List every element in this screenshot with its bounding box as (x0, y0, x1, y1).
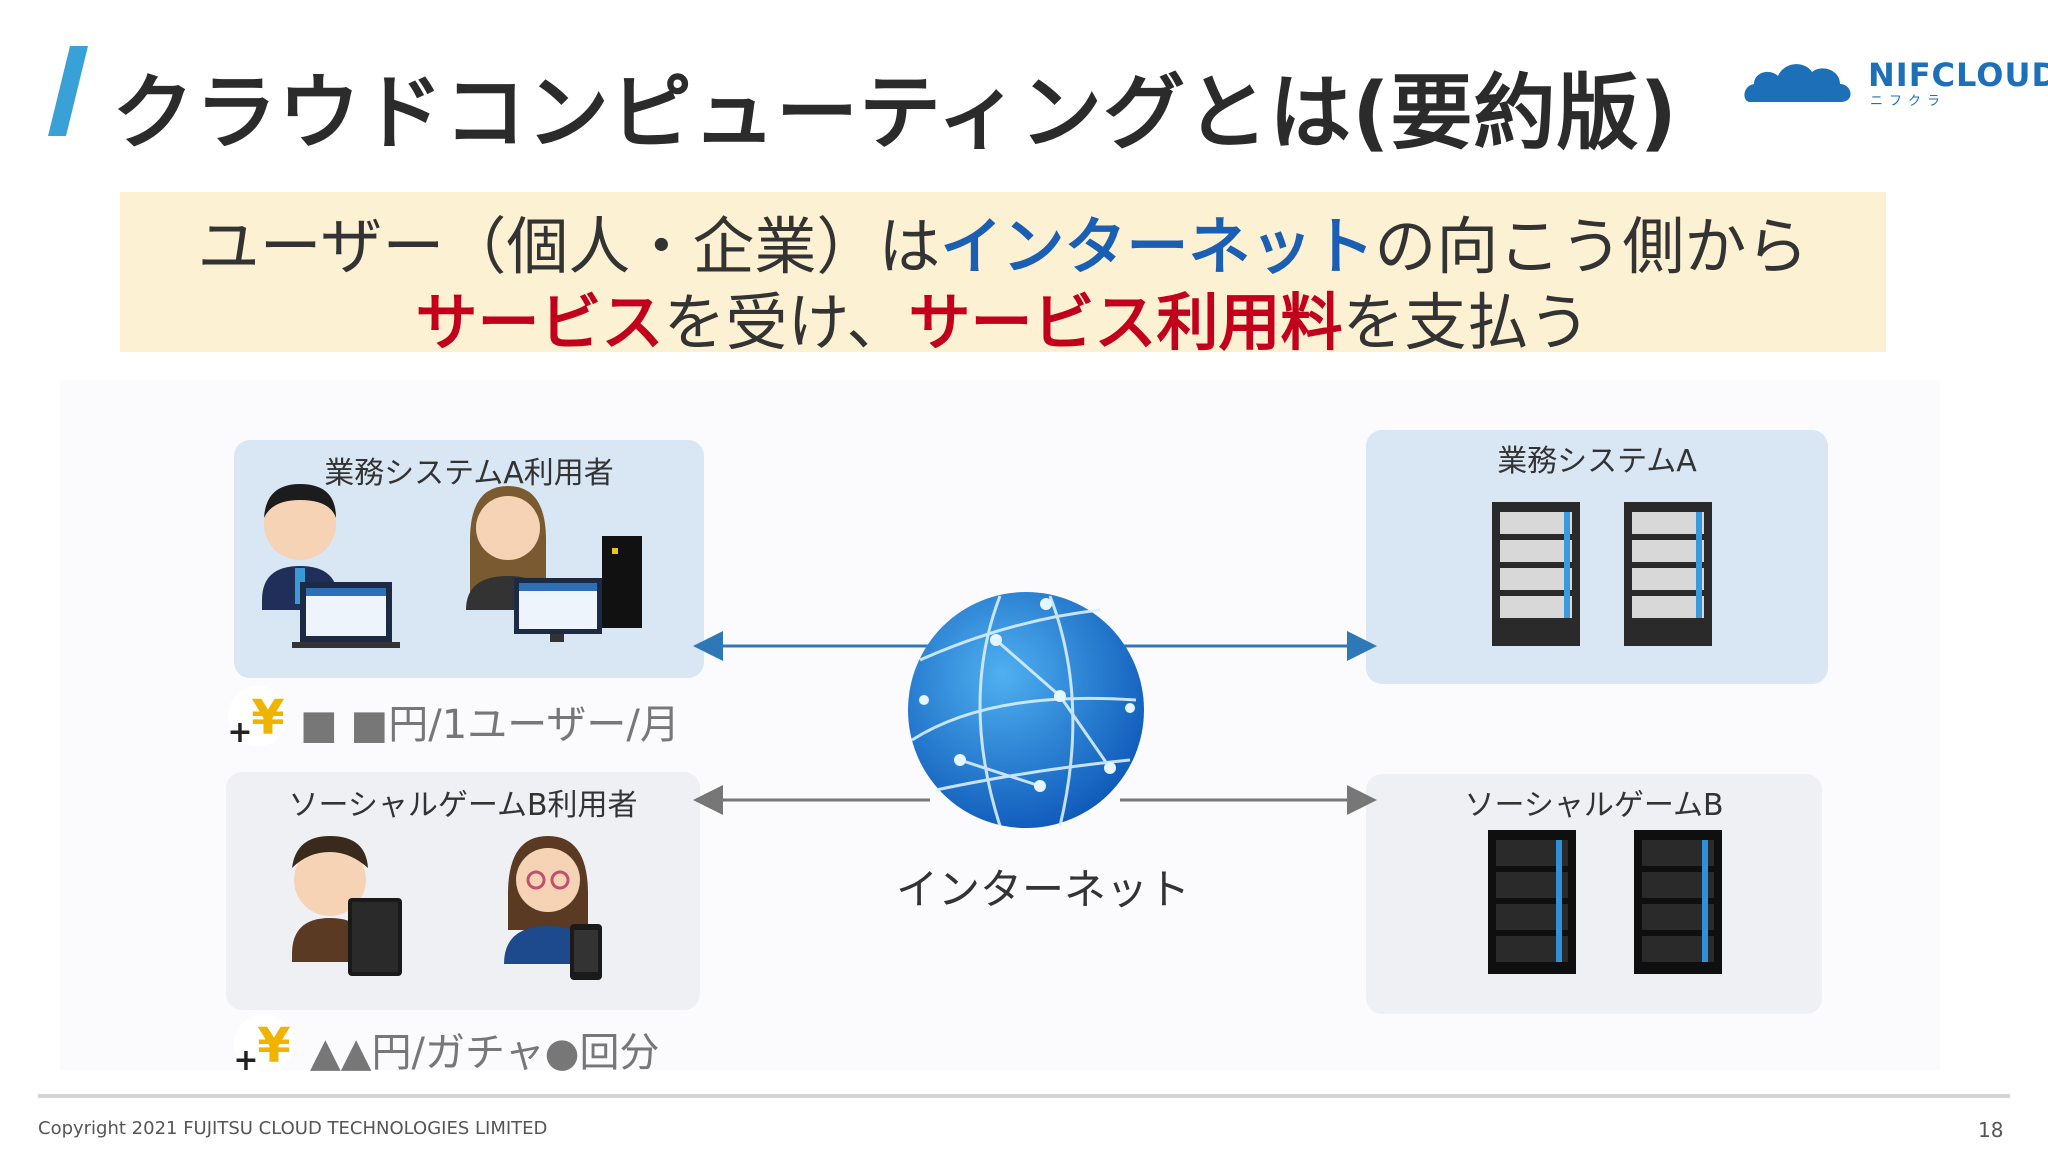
yen-plus-icon: ¥ + (233, 1014, 294, 1078)
laptop-icon (514, 578, 602, 642)
logo-sub: ニフクラ (1870, 94, 1947, 109)
logo-name: NIFCLOUD (1868, 56, 2048, 94)
footer-divider (38, 1094, 2010, 1098)
laptop-icon (292, 582, 400, 648)
svg-text:¥: ¥ (251, 690, 284, 746)
svg-text:+: + (233, 1043, 258, 1078)
page-number: 18 (1978, 1118, 2004, 1142)
banner-text: ユーザー（個人・企業）は (197, 210, 941, 283)
server-rack-icon (1492, 502, 1580, 646)
cloud-logo-icon (1744, 64, 1851, 102)
banner-highlight-fee: サービス利用料 (908, 286, 1343, 359)
smartphone-icon (570, 924, 602, 980)
banner-highlight-internet: インターネット (940, 210, 1375, 283)
box-title: 業務システムA利用者 (324, 456, 614, 491)
box-title: ソーシャルゲームB利用者 (288, 788, 638, 823)
banner-line-1: ユーザー（個人・企業）はインターネットの向こう側から (120, 196, 1886, 286)
summary-banner: ユーザー（個人・企業）はインターネットの向こう側から サービスを受け、サービス利… (120, 192, 1886, 359)
box-system-a: 業務システムA (1366, 430, 1828, 684)
copyright: Copyright 2021 FUJITSU CLOUD TECHNOLOGIE… (38, 1118, 548, 1139)
fee-system-a: ■ ■円/1ユーザー/月 (300, 702, 680, 748)
box-title: 業務システムA (1497, 444, 1697, 479)
banner-highlight-service: サービス (415, 286, 664, 359)
fee-game-b: ▲▲円/ガチャ●回分 (310, 1030, 660, 1076)
tablet-icon (348, 898, 402, 976)
box-title: ソーシャルゲームB (1464, 788, 1724, 823)
page-title: クラウドコンピューティングとは(要約版) (112, 66, 1679, 161)
server-rack-icon (1488, 830, 1576, 974)
server-rack-icon (1634, 830, 1722, 974)
box-game-b: ソーシャルゲームB (1366, 774, 1822, 1014)
banner-text: の向こう側から (1374, 210, 1809, 283)
banner-text: を支払う (1342, 286, 1591, 359)
yen-plus-icon: ¥ + (227, 686, 288, 750)
pc-tower-icon (602, 536, 642, 628)
banner-text: を受け、 (663, 286, 909, 359)
globe-icon (908, 592, 1144, 828)
svg-text:+: + (227, 715, 252, 750)
svg-text:¥: ¥ (257, 1018, 290, 1074)
server-rack-icon (1624, 502, 1712, 646)
title-accent-bar (48, 46, 88, 136)
banner-line-2: サービスを受け、サービス利用料を支払う (120, 272, 1886, 362)
internet-label: インターネット (896, 865, 1191, 914)
